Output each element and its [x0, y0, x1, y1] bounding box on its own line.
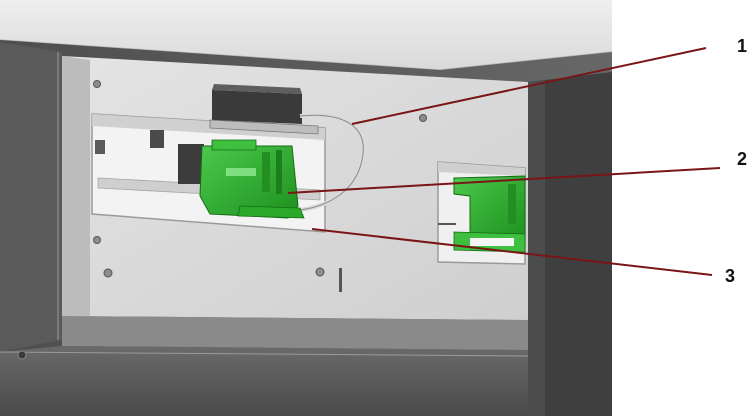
- screw-1: [93, 80, 101, 88]
- callout-label-3: 3: [725, 266, 736, 286]
- screw-bottom-left: [17, 350, 27, 360]
- right-side-block: [528, 72, 612, 416]
- callout-label-1: 1: [737, 36, 748, 56]
- leader-line-3: [311, 228, 713, 276]
- left-frame: [0, 42, 62, 352]
- screw-5: [419, 114, 427, 122]
- screw-4: [103, 268, 113, 278]
- top-cover: [0, 0, 612, 70]
- green-latch-mechanism: [199, 145, 299, 219]
- screw-3: [315, 267, 325, 277]
- slot-mark: [339, 268, 342, 292]
- screw-2: [93, 236, 101, 244]
- lower-ledge: [62, 316, 528, 350]
- connector-block: [212, 90, 302, 124]
- leader-line-2: [287, 167, 721, 194]
- lower-housing: [0, 346, 528, 416]
- callout-label-2: 2: [737, 149, 748, 169]
- leader-line-1: [351, 47, 707, 125]
- inner-bracket: [150, 130, 164, 148]
